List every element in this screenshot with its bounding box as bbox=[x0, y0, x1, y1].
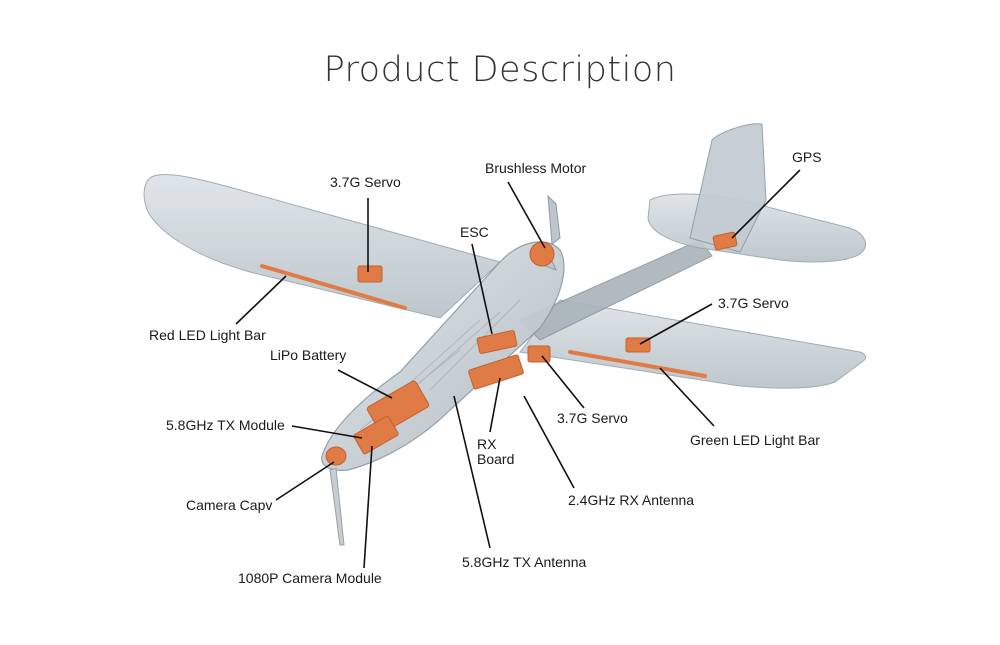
leader-rx-board bbox=[489, 377, 501, 433]
leader-gps bbox=[731, 169, 801, 239]
gps-module bbox=[712, 231, 738, 251]
camera-capv bbox=[325, 446, 347, 466]
label-brushless-motor: Brushless Motor bbox=[485, 160, 587, 176]
brushless-motor bbox=[529, 241, 555, 267]
label-green-led: Green LED Light Bar bbox=[690, 432, 820, 448]
label-tx-module: 5.8GHz TX Module bbox=[166, 417, 285, 433]
servo-center bbox=[527, 345, 551, 363]
leader-camera-module bbox=[363, 445, 373, 569]
leader-servo-center bbox=[541, 355, 585, 409]
label-gps: GPS bbox=[792, 149, 822, 165]
label-camera-module: 1080P Camera Module bbox=[238, 570, 382, 586]
label-servo-center: 3.7G Servo bbox=[557, 410, 628, 426]
leader-esc bbox=[471, 243, 493, 335]
servo-left-wing bbox=[357, 265, 383, 283]
green-led-light-bar bbox=[568, 350, 707, 378]
esc-component bbox=[476, 330, 518, 354]
leader-lipo bbox=[337, 369, 393, 399]
label-red-led: Red LED Light Bar bbox=[149, 327, 266, 343]
label-esc: ESC bbox=[460, 224, 489, 240]
leader-camera-capv bbox=[275, 461, 335, 501]
label-rx-board-line1: RX bbox=[477, 436, 497, 452]
leader-tx-antenna bbox=[453, 395, 491, 549]
right-wing bbox=[519, 299, 867, 389]
label-camera-capv: Camera Capv bbox=[186, 497, 273, 513]
left-wing bbox=[143, 173, 501, 319]
page-title: Product Description bbox=[323, 50, 677, 90]
label-lipo: LiPo Battery bbox=[270, 347, 347, 363]
tx-module bbox=[353, 415, 399, 455]
leader-red-led bbox=[235, 275, 287, 325]
red-led-light-bar bbox=[260, 264, 407, 310]
leader-servo-right-wing bbox=[639, 303, 713, 345]
leader-brushless-motor bbox=[507, 181, 546, 249]
vertical-fin bbox=[689, 123, 767, 253]
label-servo-right-wing: 3.7G Servo bbox=[718, 295, 789, 311]
landing-skid bbox=[329, 467, 345, 546]
leader-rx-antenna bbox=[523, 395, 575, 489]
label-rx-board-line2: Board bbox=[477, 451, 515, 467]
label-tx-antenna: 5.8GHz TX Antenna bbox=[462, 554, 587, 570]
leader-green-led bbox=[659, 367, 715, 427]
label-rx-antenna: 2.4GHz RX Antenna bbox=[568, 492, 695, 508]
label-servo-left-wing: 3.7G Servo bbox=[330, 174, 401, 190]
leader-tx-module bbox=[291, 425, 363, 439]
internal-frame bbox=[359, 299, 521, 431]
